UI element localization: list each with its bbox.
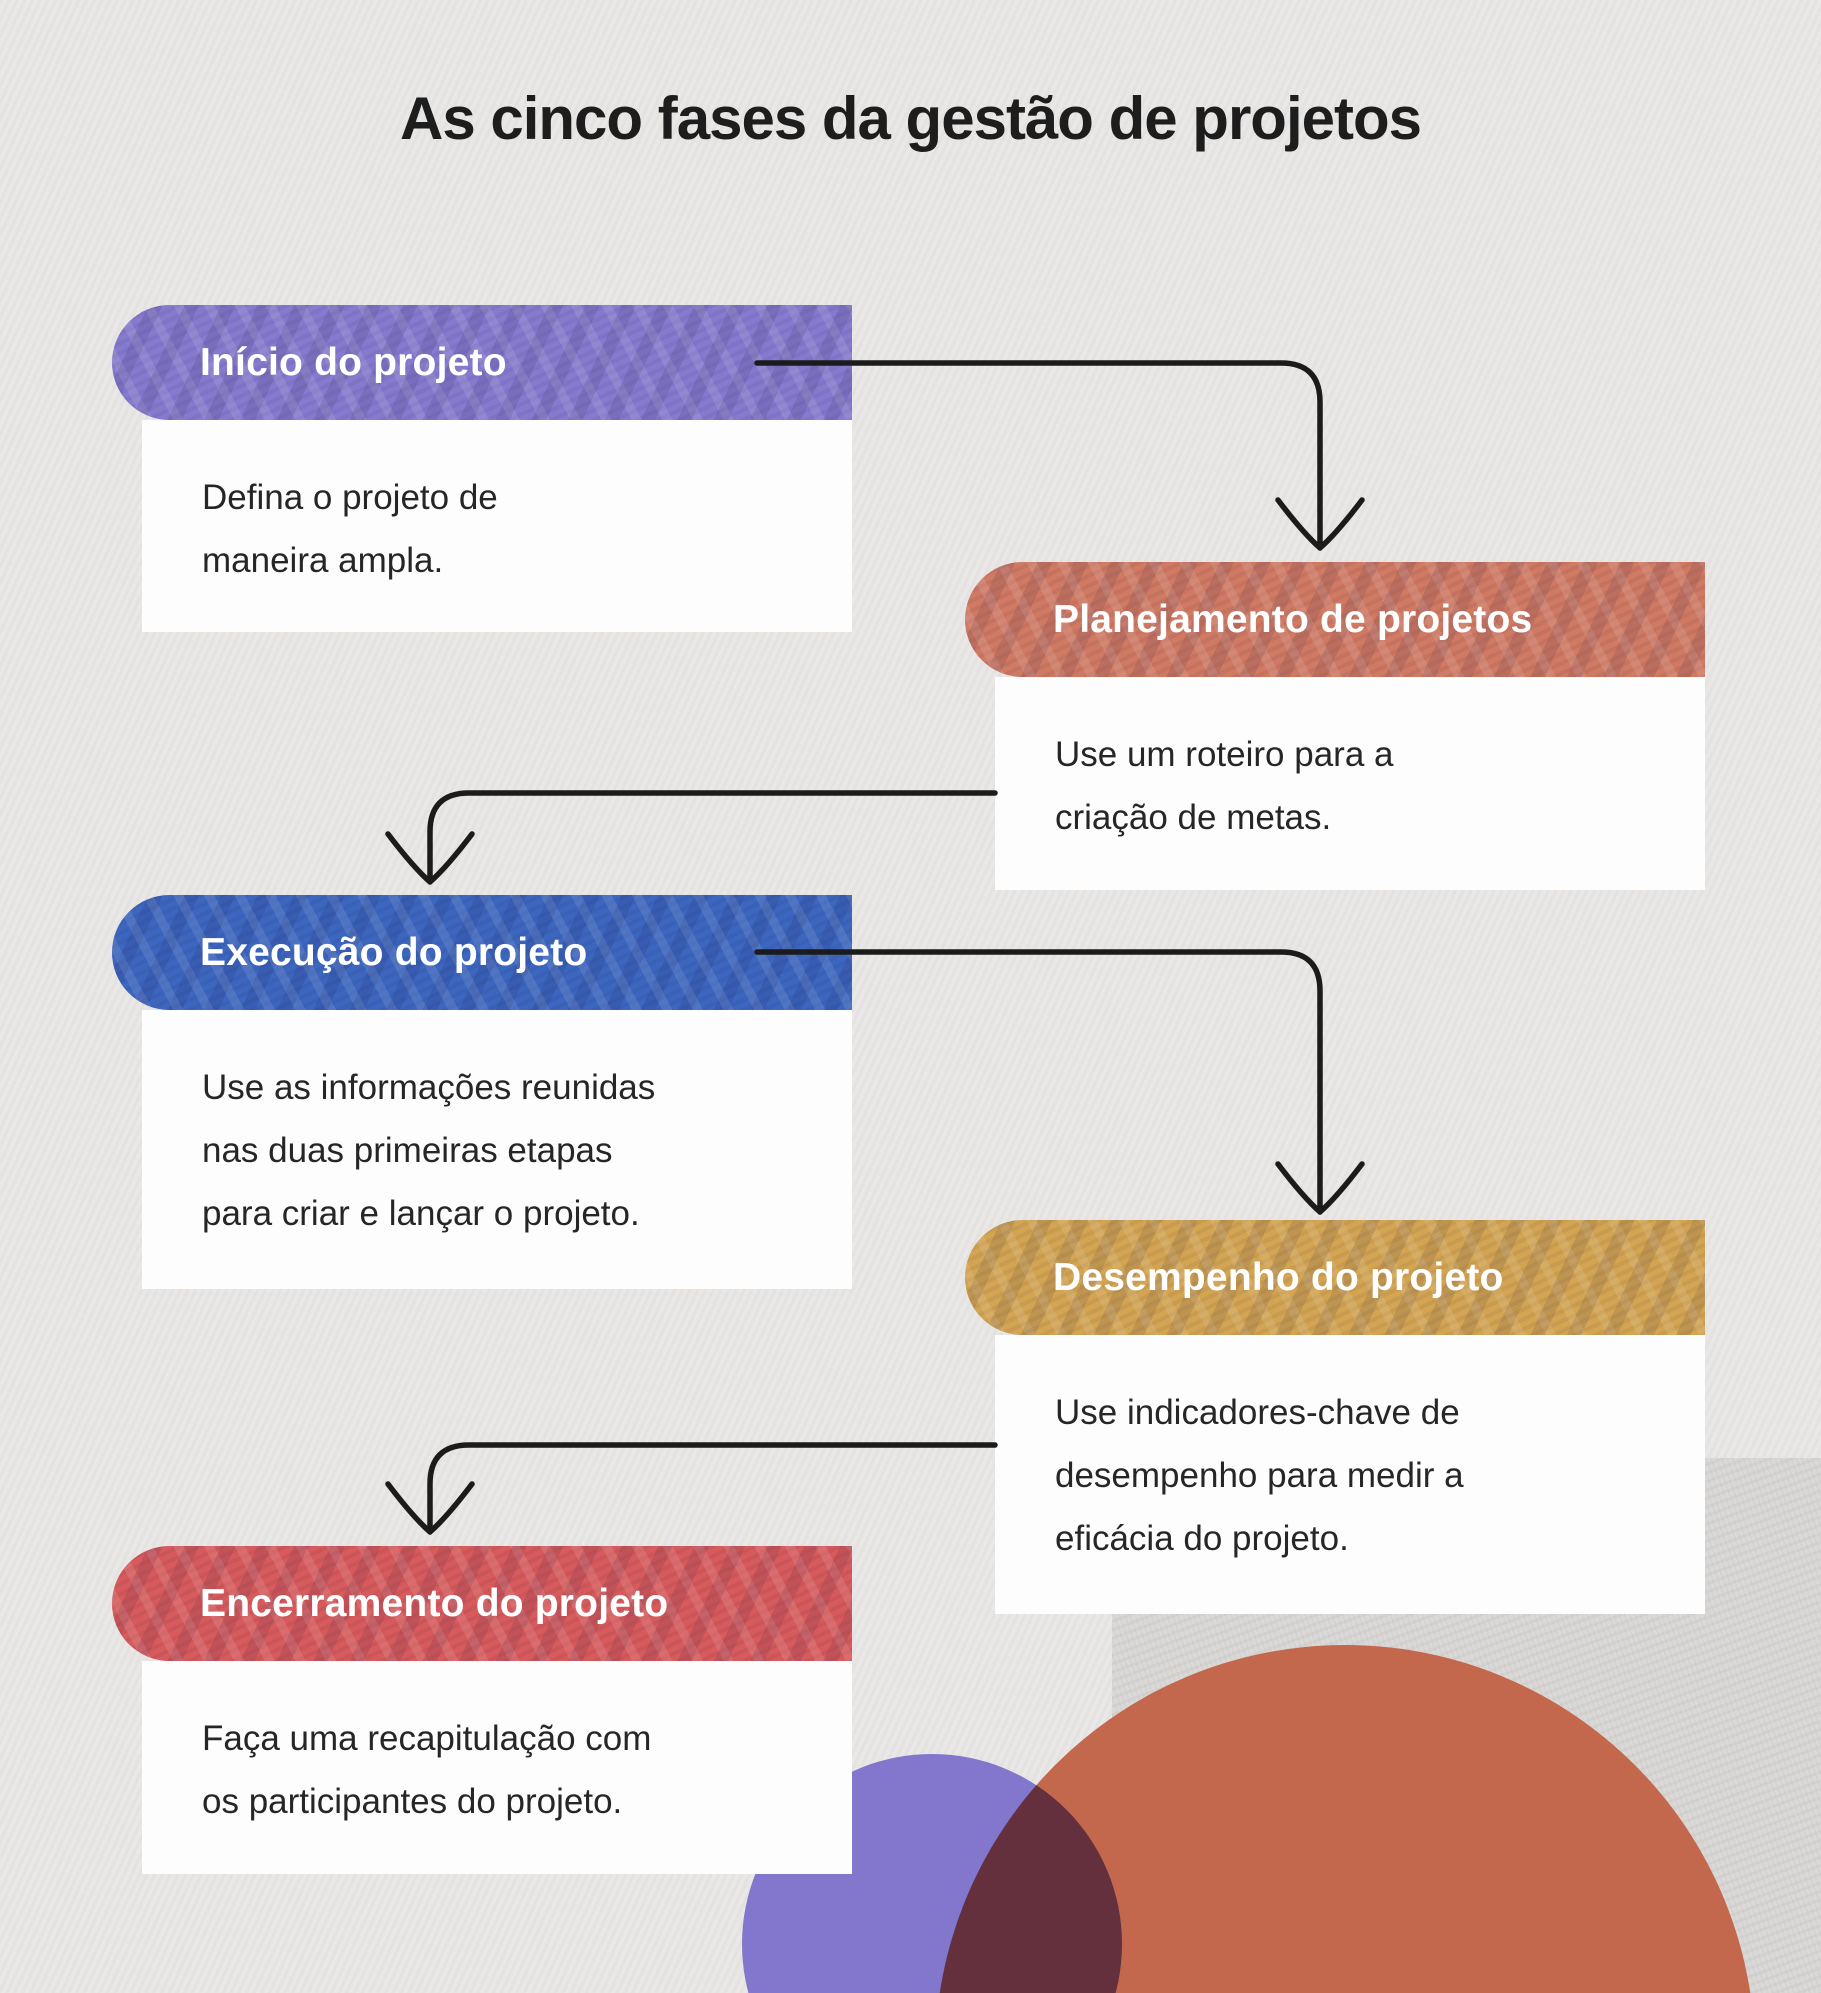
phase-header-encerramento: Encerramento do projeto (112, 1546, 852, 1661)
description-line: Faça uma recapitulação com (202, 1719, 652, 1758)
description-line: maneira ampla. (202, 541, 444, 580)
phase-description-inicio: Defina o projeto de maneira ampla. (142, 420, 852, 632)
phase-title: Encerramento do projeto (200, 1581, 669, 1625)
description-line: criação de metas. (1055, 798, 1332, 837)
phase-header-inicio: Início do projeto (112, 305, 852, 420)
phase-title: Desempenho do projeto (1053, 1255, 1504, 1299)
description-line: Use um roteiro para a (1055, 735, 1394, 774)
description-line: desempenho para medir a (1055, 1456, 1464, 1495)
phase-header-execucao: Execução do projeto (112, 895, 852, 1010)
phase-description-encerramento: Faça uma recapitulação com os participan… (142, 1661, 852, 1874)
phase-title: Execução do projeto (200, 930, 588, 974)
description-line: nas duas primeiras etapas (202, 1131, 613, 1170)
description-line: para criar e lançar o projeto. (202, 1194, 640, 1233)
description-line: Use indicadores-chave de (1055, 1393, 1460, 1432)
phase-description-desempenho: Use indicadores-chave de desempenho para… (995, 1335, 1705, 1614)
phase-header-desempenho: Desempenho do projeto (965, 1220, 1705, 1335)
description-line: eficácia do projeto. (1055, 1519, 1349, 1558)
orange-circle-decor (935, 1645, 1755, 1993)
description-line: Defina o projeto de (202, 478, 498, 517)
phase-header-planejamento: Planejamento de projetos (965, 562, 1705, 677)
description-line: Use as informações reunidas (202, 1068, 656, 1107)
phase-description-execucao: Use as informações reunidas nas duas pri… (142, 1010, 852, 1289)
phase-title: Início do projeto (200, 340, 507, 384)
phase-title: Planejamento de projetos (1053, 597, 1533, 641)
page-title: As cinco fases da gestão de projetos (399, 85, 1422, 152)
description-line: os participantes do projeto. (202, 1782, 623, 1821)
phase-description-planejamento: Use um roteiro para a criação de metas. (995, 677, 1705, 890)
